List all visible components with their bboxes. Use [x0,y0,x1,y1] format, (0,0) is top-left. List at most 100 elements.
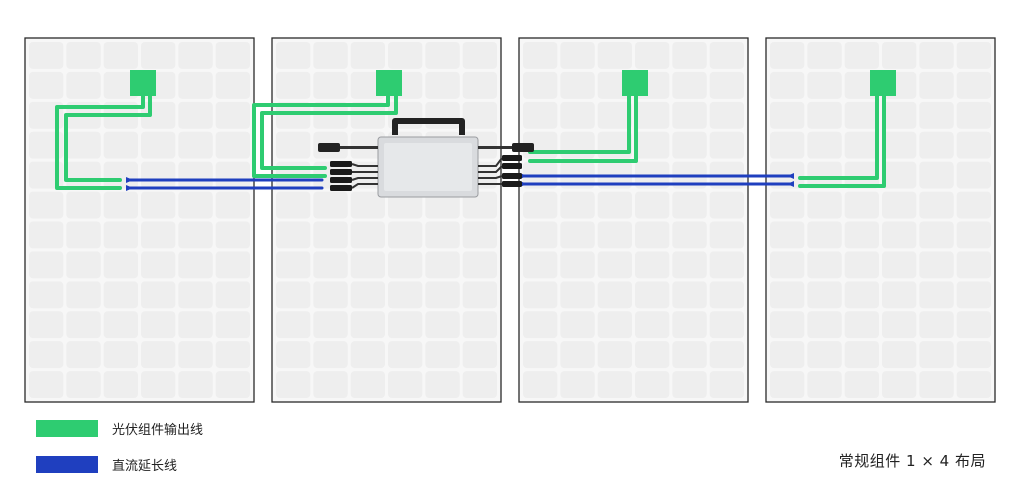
panel-cell [425,341,460,369]
panel-cell [215,251,250,279]
panel-cell [597,191,632,219]
panel-cell [388,42,423,69]
panel-cell [597,371,632,398]
panel-cell [807,311,842,339]
panel-cell [770,251,805,279]
panel-frame [518,37,749,403]
panel-cell [66,191,101,219]
panel-cell [350,281,385,309]
panel-cell [215,221,250,249]
panel-cell [276,71,311,99]
panel-cell [523,311,558,339]
dc-input-cable [478,165,503,173]
panel-cell [313,221,348,249]
panel-cell [215,371,250,398]
panel-cell [29,311,64,339]
panel-cell [560,221,595,249]
panel-cell [709,131,744,159]
panel-cell [709,281,744,309]
panel-cell [635,101,670,129]
panel-cell [215,341,250,369]
panel-cell [178,251,213,279]
panel-cell [523,281,558,309]
panel-cell [597,42,632,69]
panel-cell [425,281,460,309]
connector-tip [126,185,133,191]
panel-cell [709,251,744,279]
panel-cell [462,221,497,249]
panel-cell [560,251,595,279]
panel-cell [882,371,917,398]
panel-cell [103,161,138,189]
panel-frame [24,37,255,403]
microinverter [318,118,534,198]
panel-cell [462,191,497,219]
panel-cell [709,341,744,369]
panel-cell [882,221,917,249]
panel-cell [635,221,670,249]
panel-cell [141,341,176,369]
panel-cell [66,131,101,159]
panel-cell [29,281,64,309]
panel-cell [313,311,348,339]
panel-cell [807,371,842,398]
panel-cell [103,251,138,279]
legend-item-dc-extension: 直流延长线 [36,454,203,474]
panel-cell [844,191,879,219]
panel-cell [141,191,176,219]
panel-cell [215,161,250,189]
panel-cell [29,371,64,398]
panel-cell [919,341,954,369]
panel-cell [178,341,213,369]
panel-cell [29,191,64,219]
panel-cell [313,371,348,398]
dc-connector [330,161,352,167]
panel-cell [672,281,707,309]
panel-cell [956,281,991,309]
panel-cell [103,221,138,249]
panel-cell [388,311,423,339]
solar-panel-1 [24,37,255,403]
panel-cell [350,341,385,369]
panel-cell [672,221,707,249]
connector-tip [787,181,794,187]
panel-cell [178,161,213,189]
panel-cell [276,341,311,369]
panel-cell [66,281,101,309]
panel-cell [919,71,954,99]
panel-cell [560,71,595,99]
solar-panel-3 [518,37,749,403]
ac-connector-left [318,143,340,152]
panel-cell [882,131,917,159]
panel-cell [560,131,595,159]
panel-cell [919,221,954,249]
panel-cell [350,251,385,279]
panel-cell [523,341,558,369]
panel-cell [29,131,64,159]
panel-cell [276,221,311,249]
panel-cell [103,42,138,69]
panel-cell [523,191,558,219]
panel-cell [709,371,744,398]
panel-cell [807,101,842,129]
pv-output-wire [55,94,145,190]
panel-cell [350,221,385,249]
panel-cell [425,42,460,69]
panel-cell [276,371,311,398]
panel-cell [770,311,805,339]
panel-cell [956,191,991,219]
panel-cell [350,101,385,129]
dc-connector [502,173,522,179]
panel-cell [956,131,991,159]
panel-cell [425,371,460,398]
panel-cell [462,311,497,339]
panel-cell [882,251,917,279]
panel-cell [635,191,670,219]
panel-cell [882,341,917,369]
panel-cell [29,341,64,369]
panel-cell [425,311,460,339]
panel-cell [313,71,348,99]
panel-cell [215,131,250,159]
panel-cell [141,161,176,189]
panel-cell [844,371,879,398]
